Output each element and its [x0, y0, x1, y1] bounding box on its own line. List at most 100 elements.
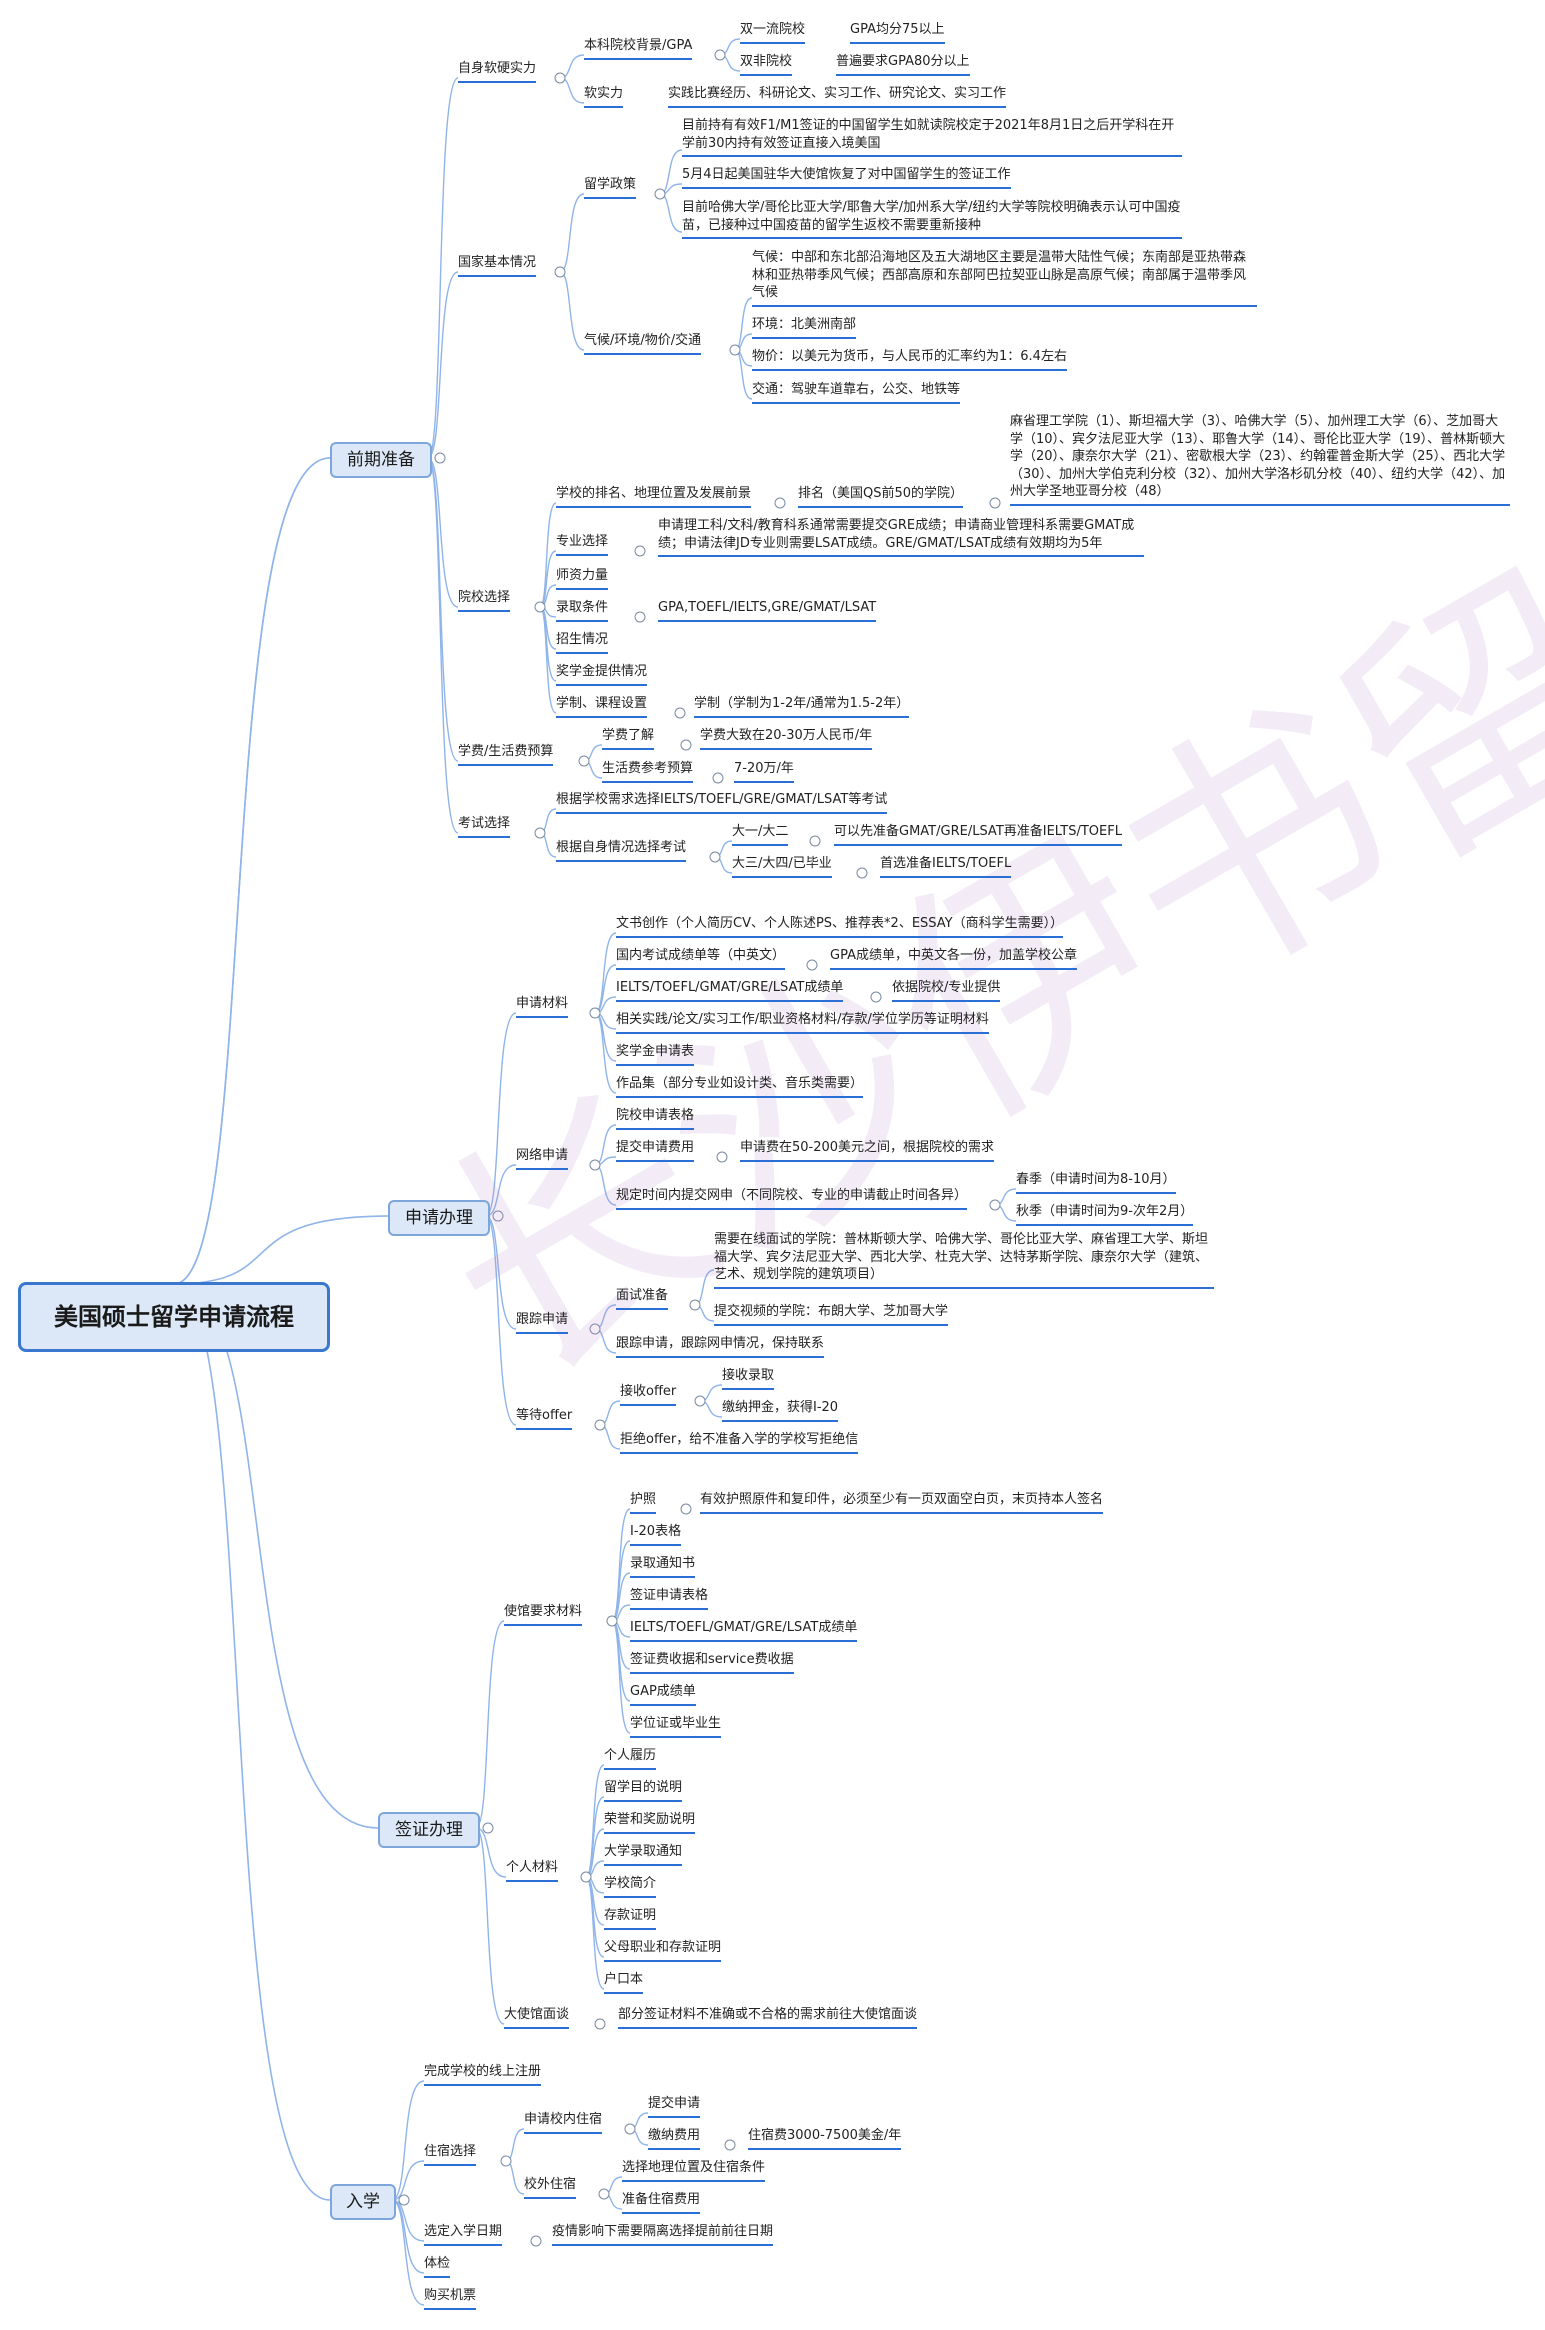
collapse-toggle-icon[interactable] [870, 991, 882, 1003]
node-deposit[interactable]: 存款证明 [604, 1907, 657, 1930]
node-scholarship[interactable]: 奖学金提供情况 [556, 663, 648, 686]
node-parents[interactable]: 父母职业和存款证明 [604, 1939, 722, 1962]
branch-apply[interactable]: 申请办理 [388, 1200, 490, 1236]
collapse-toggle-icon[interactable] [714, 49, 726, 61]
node-school-intro[interactable]: 学校简介 [604, 1875, 657, 1898]
collapse-toggle-icon[interactable] [712, 772, 724, 784]
node-embassy-docs[interactable]: 使馆要求材料 [504, 1603, 583, 1626]
node-country[interactable]: 国家基本情况 [458, 254, 537, 277]
node-scores[interactable]: IELTS/TOEFL/GMAT/GRE/LSAT成绩单 [616, 979, 844, 1002]
node-offer-letter[interactable]: 录取通知书 [630, 1555, 696, 1578]
collapse-toggle-icon[interactable] [482, 1822, 494, 1834]
node-online-apply[interactable]: 网络申请 [516, 1147, 569, 1170]
node-qs[interactable]: 排名（美国QS前50的学院） [798, 485, 964, 508]
collapse-toggle-icon[interactable] [554, 72, 566, 84]
node-exam[interactable]: 考试选择 [458, 815, 511, 838]
node-tuition[interactable]: 学费了解 [602, 727, 655, 750]
collapse-toggle-icon[interactable] [989, 1199, 1001, 1211]
collapse-toggle-icon[interactable] [606, 1615, 618, 1627]
node-enroll[interactable]: 招生情况 [556, 631, 609, 654]
node-checkup[interactable]: 体检 [424, 2255, 451, 2278]
node-hukou[interactable]: 户口本 [604, 1971, 644, 1994]
node-accept[interactable]: 接收offer [620, 1383, 677, 1406]
node-program[interactable]: 学制、课程设置 [556, 695, 648, 718]
node-housing[interactable]: 住宿选择 [424, 2143, 477, 2166]
node-scholar-form[interactable]: 奖学金申请表 [616, 1043, 695, 1066]
node-on-campus[interactable]: 申请校内住宿 [524, 2111, 603, 2134]
collapse-toggle-icon[interactable] [594, 1419, 606, 1431]
node-policy[interactable]: 留学政策 [584, 176, 637, 199]
branch-prep[interactable]: 前期准备 [330, 442, 432, 478]
collapse-toggle-icon[interactable] [492, 1210, 504, 1222]
node-offer-wait[interactable]: 等待offer [516, 1407, 573, 1430]
collapse-toggle-icon[interactable] [774, 497, 786, 509]
node-deadline[interactable]: 规定时间内提交网申（不同院校、专业的申请截止时间各异） [616, 1187, 968, 1210]
branch-enroll[interactable]: 入学 [330, 2184, 396, 2220]
collapse-toggle-icon[interactable] [624, 2123, 636, 2135]
node-budget[interactable]: 学费/生活费预算 [458, 743, 554, 766]
collapse-toggle-icon[interactable] [809, 835, 821, 847]
node-faculty[interactable]: 师资力量 [556, 567, 609, 590]
root-title[interactable]: 美国硕士留学申请流程 [18, 1282, 330, 1352]
node-top-school[interactable]: 双一流院校 [740, 21, 806, 44]
node-soft[interactable]: 软实力 [584, 85, 624, 108]
node-major[interactable]: 专业选择 [556, 533, 609, 556]
node-track[interactable]: 跟踪申请 [516, 1311, 569, 1334]
collapse-toggle-icon[interactable] [589, 1007, 601, 1019]
collapse-toggle-icon[interactable] [856, 867, 868, 879]
collapse-toggle-icon[interactable] [989, 497, 1001, 509]
collapse-toggle-icon[interactable] [589, 1159, 601, 1171]
node-purpose[interactable]: 留学目的说明 [604, 1779, 683, 1802]
node-online-reg[interactable]: 完成学校的线上注册 [424, 2063, 542, 2086]
collapse-toggle-icon[interactable] [674, 707, 686, 719]
node-i20[interactable]: I-20表格 [630, 1523, 682, 1546]
node-school-gpa[interactable]: 本科院校背景/GPA [584, 37, 693, 60]
node-materials[interactable]: 申请材料 [516, 995, 569, 1018]
collapse-toggle-icon[interactable] [534, 601, 546, 613]
node-form[interactable]: 院校申请表格 [616, 1107, 695, 1130]
node-degree[interactable]: 学位证或毕业生 [630, 1715, 722, 1738]
node-climate[interactable]: 气候/环境/物价/交通 [584, 332, 702, 355]
node-interview[interactable]: 面试准备 [616, 1287, 669, 1310]
node-living[interactable]: 生活费参考预算 [602, 760, 694, 783]
node-school-choice[interactable]: 院校选择 [458, 589, 511, 612]
node-off-campus[interactable]: 校外住宿 [524, 2176, 577, 2199]
node-ranking[interactable]: 学校的排名、地理位置及发展前景 [556, 485, 752, 508]
node-follow[interactable]: 跟踪申请，跟踪网申情况，保持联系 [616, 1335, 825, 1358]
collapse-toggle-icon[interactable] [434, 452, 446, 464]
node-exam-school[interactable]: 根据学校需求选择IELTS/TOEFL/GRE/GMAT/LSAT等考试 [556, 791, 888, 814]
collapse-toggle-icon[interactable] [634, 611, 646, 623]
node-transcript[interactable]: 国内考试成绩单等（中英文） [616, 947, 786, 970]
collapse-toggle-icon[interactable] [598, 2188, 610, 2200]
collapse-toggle-icon[interactable] [578, 755, 590, 767]
node-pay[interactable]: 缴纳费用 [648, 2127, 701, 2150]
node-reject[interactable]: 拒绝offer，给不准备入学的学校写拒绝信 [620, 1431, 859, 1454]
collapse-toggle-icon[interactable] [500, 2155, 512, 2167]
node-ticket[interactable]: 购买机票 [424, 2287, 477, 2310]
node-senior[interactable]: 大三/大四/已毕业 [732, 855, 832, 878]
node-date[interactable]: 选定入学日期 [424, 2223, 503, 2246]
node-interview-embassy[interactable]: 大使馆面谈 [504, 2006, 570, 2029]
collapse-toggle-icon[interactable] [554, 266, 566, 278]
node-personal[interactable]: 个人材料 [506, 1859, 559, 1882]
node-visa-scores[interactable]: IELTS/TOEFL/GMAT/GRE/LSAT成绩单 [630, 1619, 858, 1642]
node-other-school[interactable]: 双非院校 [740, 53, 793, 76]
node-visa-form[interactable]: 签证申请表格 [630, 1587, 709, 1610]
node-junior[interactable]: 大一/大二 [732, 823, 789, 846]
node-receipts[interactable]: 签证费收据和service费收据 [630, 1651, 794, 1674]
node-proofs[interactable]: 相关实践/论文/实习工作/职业资格材料/存款/学位学历等证明材料 [616, 1011, 989, 1034]
collapse-toggle-icon[interactable] [806, 959, 818, 971]
collapse-toggle-icon[interactable] [680, 1503, 692, 1515]
collapse-toggle-icon[interactable] [594, 2018, 606, 2030]
collapse-toggle-icon[interactable] [534, 827, 546, 839]
collapse-toggle-icon[interactable] [689, 1299, 701, 1311]
node-docs[interactable]: 文书创作（个人简历CV、个人陈述PS、推荐表*2、ESSAY（商科学生需要）） [616, 915, 1064, 938]
node-admission[interactable]: 录取条件 [556, 599, 609, 622]
collapse-toggle-icon[interactable] [680, 739, 692, 751]
node-portfolio[interactable]: 作品集（部分专业如设计类、音乐类需要） [616, 1075, 864, 1098]
collapse-toggle-icon[interactable] [398, 2194, 410, 2206]
collapse-toggle-icon[interactable] [530, 2235, 542, 2247]
collapse-toggle-icon[interactable] [654, 188, 666, 200]
node-resume[interactable]: 个人履历 [604, 1747, 657, 1770]
node-fee[interactable]: 提交申请费用 [616, 1139, 695, 1162]
